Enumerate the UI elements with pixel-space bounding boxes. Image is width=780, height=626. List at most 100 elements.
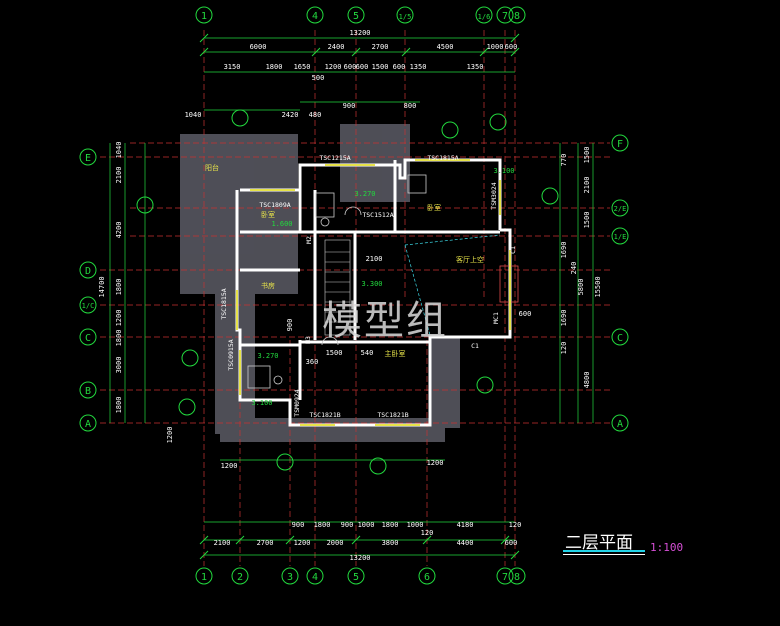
axis-top-8: 8 bbox=[514, 11, 520, 22]
dim-top-r2-1: 1800 bbox=[266, 63, 283, 71]
label-w4: TSC1512A bbox=[362, 211, 393, 219]
dim-left-6: 3000 bbox=[115, 357, 123, 374]
dim-top-r1-5: 600 bbox=[505, 43, 518, 51]
axis-top-5: 5 bbox=[353, 11, 359, 22]
axis-bottom-2: 2 bbox=[237, 572, 243, 583]
dim-right-5: 240 bbox=[570, 262, 578, 275]
dim-left-3: 1800 bbox=[115, 279, 123, 296]
dim-top-r2-8: 1350 bbox=[410, 63, 427, 71]
dimension-lines bbox=[109, 37, 594, 556]
title-underline-thin bbox=[563, 554, 645, 555]
dim-top-r3-0: 500 bbox=[312, 74, 325, 82]
dim-left-total: 14700 bbox=[98, 276, 106, 297]
elev-4: 3.100 bbox=[251, 399, 272, 407]
title-underline bbox=[563, 550, 645, 552]
dim-d5: 600 bbox=[519, 310, 532, 318]
room-bedroom-sub: 卧室 bbox=[427, 203, 441, 212]
label-w7: TSM3024 bbox=[490, 182, 498, 209]
label-w12: M3 bbox=[304, 336, 312, 344]
label-w6: TSC1821B bbox=[377, 411, 408, 419]
dim-bottom-r1-1: 2700 bbox=[257, 539, 274, 547]
dim-left-1: 2100 bbox=[115, 167, 123, 184]
dim-top-r1-3: 4500 bbox=[437, 43, 454, 51]
dim-right-9: 4800 bbox=[583, 372, 591, 389]
dim-left-4: 1200 bbox=[115, 310, 123, 327]
dim-d6: 900 bbox=[286, 319, 294, 332]
dimension-text: 13200 6000 2400 2700 4500 1000 600 3150 … bbox=[185, 29, 522, 562]
dim-top-r3-2: 800 bbox=[404, 102, 417, 110]
drawing-title: 二层平面 bbox=[565, 533, 633, 553]
dim-bottom-r2-3: 1000 bbox=[358, 521, 375, 529]
room-balcony: 阳台 bbox=[205, 163, 219, 172]
label-w10: TSM0924 bbox=[293, 389, 301, 416]
component-labels: TSC1215A TSC1815A TSC1809A TSC1512A TSC1… bbox=[220, 154, 517, 419]
label-w13: MC1 bbox=[492, 312, 500, 324]
elev-3: 3.270 bbox=[257, 352, 278, 360]
drawing-scale: 1:100 bbox=[650, 541, 684, 554]
axis-left-B: B bbox=[85, 386, 91, 397]
dim-bottom-r2-0: 900 bbox=[292, 521, 305, 529]
axis-right-2E: 2/E bbox=[614, 205, 627, 213]
dim-top-r1-1: 2400 bbox=[328, 43, 345, 51]
dim-right-3: 1500 bbox=[583, 212, 591, 229]
dim-d2: 1500 bbox=[326, 349, 343, 357]
dim-bottom-r1-5: 4400 bbox=[457, 539, 474, 547]
dim-bottom-r3-1: 1200 bbox=[427, 459, 444, 467]
axis-left-C: C bbox=[85, 333, 91, 344]
dim-bottom-r2-7: 120 bbox=[421, 529, 434, 537]
label-w15: C1 bbox=[509, 246, 517, 254]
room-bedroom2: 卧室 bbox=[261, 210, 275, 219]
elev-5: 1.600 bbox=[271, 220, 292, 228]
label-w8: TSC1815A bbox=[220, 288, 228, 319]
dim-right-total: 15500 bbox=[594, 276, 602, 297]
axis-bottom-4: 4 bbox=[312, 572, 318, 583]
axis-bottom-8: 8 bbox=[514, 572, 520, 583]
axis-top-1: 1 bbox=[201, 11, 207, 22]
dim-top-r2-5: 600 bbox=[356, 63, 369, 71]
dim-top-r2-2: 1650 bbox=[294, 63, 311, 71]
label-w14: C1 bbox=[471, 342, 479, 350]
dim-top-r3-1: 900 bbox=[343, 102, 356, 110]
dim-right-1: 1500 bbox=[583, 147, 591, 164]
room-labels: 卧室 卧室 主卧室 客厅上空 书房 阳台 bbox=[205, 163, 484, 358]
dim-right-6: 5800 bbox=[577, 279, 585, 296]
axis-left-A: A bbox=[85, 419, 91, 430]
dim-top-r2-6: 1500 bbox=[372, 63, 389, 71]
label-w3: TSC1809A bbox=[259, 201, 290, 209]
axis-labels: 1 4 5 1/5 1/6 7 8 1 2 3 4 5 6 7 8 E D 1/… bbox=[82, 11, 627, 583]
dim-bottom-r3-0: 1200 bbox=[221, 462, 238, 470]
dim-right-7: 1690 bbox=[560, 310, 568, 327]
axis-bottom-3: 3 bbox=[287, 572, 293, 583]
elev-1: 3.270 bbox=[354, 190, 375, 198]
label-w1: TSC1215A bbox=[319, 154, 350, 162]
room-master: 主卧室 bbox=[385, 349, 406, 358]
axis-top-1-6: 1/6 bbox=[478, 13, 491, 21]
axis-bottom-1: 1 bbox=[201, 572, 207, 583]
dim-bottom-r1-3: 2000 bbox=[327, 539, 344, 547]
axis-right-1E: 1/E bbox=[614, 233, 627, 241]
dim-top-r2-4: 600 bbox=[344, 63, 357, 71]
dimension-ticks bbox=[199, 33, 520, 560]
dim-left-5: 1800 bbox=[115, 330, 123, 347]
dim-top-r2-3: 1200 bbox=[325, 63, 342, 71]
dim-top-r4-0: 1040 bbox=[185, 111, 202, 119]
axis-top-7: 7 bbox=[502, 11, 508, 22]
dim-right-4: 1690 bbox=[560, 242, 568, 259]
axis-bottom-6: 6 bbox=[424, 572, 430, 583]
dim-top-r4-1: 2420 bbox=[282, 111, 299, 119]
dim-left-8: 1200 bbox=[166, 427, 174, 444]
axis-right-C: C bbox=[617, 333, 623, 344]
dim-bottom-r1-2: 1200 bbox=[294, 539, 311, 547]
dim-right-0: 770 bbox=[560, 154, 568, 167]
label-w11: M2 bbox=[305, 236, 313, 244]
axis-top-4: 4 bbox=[312, 11, 318, 22]
dim-bottom-r2-6: 4180 bbox=[457, 521, 474, 529]
axis-right-F: F bbox=[617, 139, 623, 150]
dim-top-r1-0: 6000 bbox=[250, 43, 267, 51]
dim-top-total: 13200 bbox=[349, 29, 370, 37]
room-study: 书房 bbox=[261, 281, 275, 290]
dim-bottom-r1-4: 3800 bbox=[382, 539, 399, 547]
axis-left-D: D bbox=[85, 266, 91, 277]
dim-top-r2-9: 1350 bbox=[467, 63, 484, 71]
